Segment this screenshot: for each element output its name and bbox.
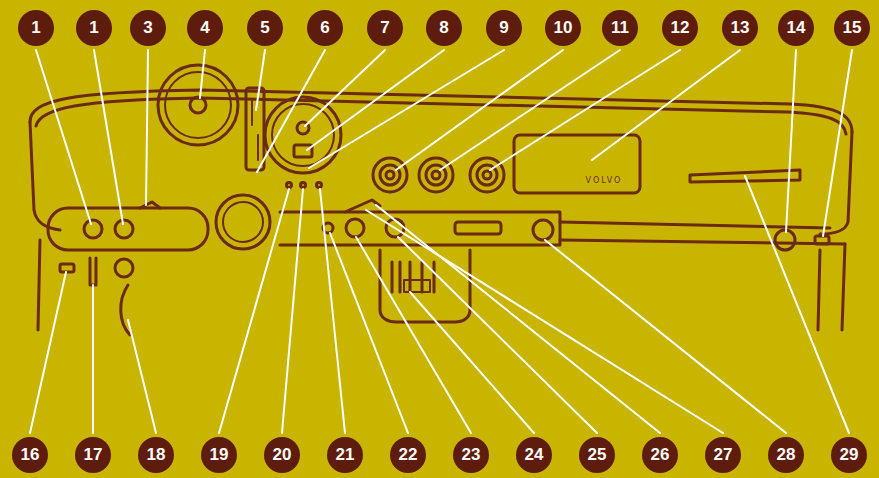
callout-number: 26 — [642, 437, 678, 473]
callout-number: 23 — [453, 437, 489, 473]
callout-number: 1 — [76, 10, 112, 46]
callout-number: 22 — [390, 437, 426, 473]
callout-number: 24 — [516, 437, 552, 473]
callout-number: 3 — [130, 10, 166, 46]
callout-number: 21 — [327, 437, 363, 473]
callout-number: 17 — [75, 437, 111, 473]
callout-number: 28 — [768, 437, 804, 473]
callout-number: 12 — [662, 10, 698, 46]
callout-number: 14 — [778, 10, 814, 46]
callout-number: 4 — [187, 10, 223, 46]
callout-number: 13 — [722, 10, 758, 46]
callout-number: 9 — [486, 10, 522, 46]
callout-number: 19 — [201, 437, 237, 473]
callout-number: 25 — [579, 437, 615, 473]
callout-number: 20 — [264, 437, 300, 473]
callout-number: 11 — [602, 10, 638, 46]
callout-number: 5 — [247, 10, 283, 46]
callout-number: 16 — [12, 437, 48, 473]
callout-number: 18 — [138, 437, 174, 473]
logo-text: VOLVO — [586, 177, 623, 185]
callout-number: 15 — [834, 10, 870, 46]
callout-number: 1 — [18, 10, 54, 46]
callout-number: 29 — [831, 437, 867, 473]
callout-number: 10 — [545, 10, 581, 46]
callout-number: 7 — [367, 10, 403, 46]
callout-number: 27 — [705, 437, 741, 473]
callout-number: 6 — [307, 10, 343, 46]
callout-number: 8 — [426, 10, 462, 46]
